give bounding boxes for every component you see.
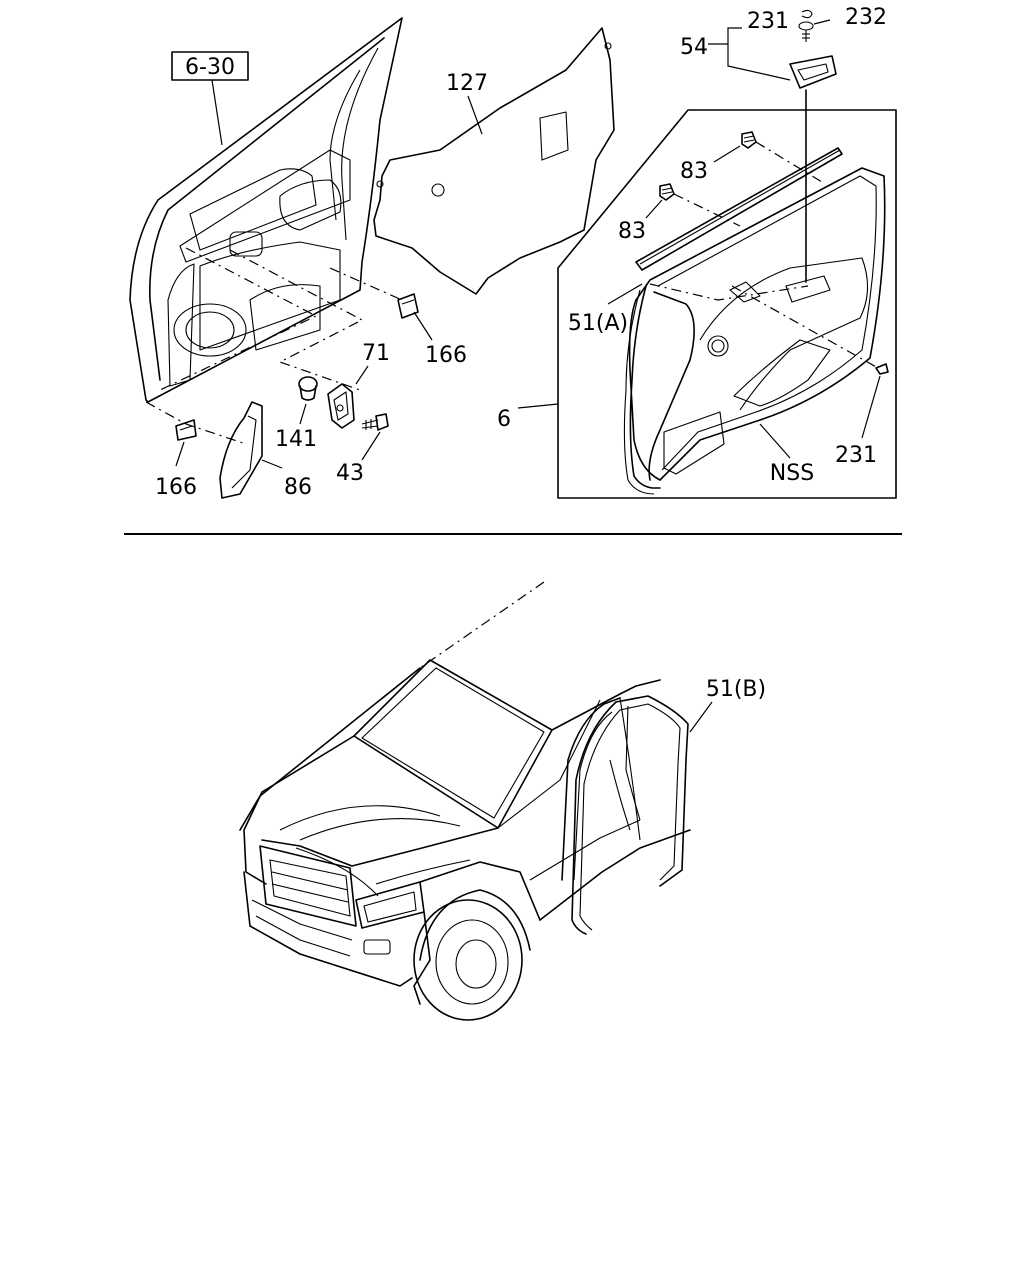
ref-box-label: 6-30 <box>185 55 235 80</box>
label-83-lower: 83 <box>618 219 646 244</box>
part-166-left: 166 <box>155 419 197 500</box>
label-127: 127 <box>446 71 488 96</box>
part-51a-weatherstrip: 51(A) <box>568 283 695 495</box>
label-232: 232 <box>845 5 887 30</box>
label-nss-group: NSS <box>759 423 814 486</box>
vehicle-illustration <box>239 581 691 1021</box>
beltline-strip <box>635 147 843 271</box>
label-141: 141 <box>275 427 317 452</box>
ref-box-6-30: 6-30 <box>171 51 249 146</box>
part-43-screw: 43 <box>336 413 389 486</box>
label-231-right: 231 <box>835 443 877 468</box>
label-51b: 51(B) <box>706 677 766 702</box>
door-trim-panel <box>628 167 886 481</box>
part-86-filler: 86 <box>219 401 312 500</box>
label-86: 86 <box>284 475 312 500</box>
label-166-right: 166 <box>425 343 467 368</box>
part-71-bracket: 71 <box>327 341 390 429</box>
label-83-upper: 83 <box>680 159 708 184</box>
label-71: 71 <box>362 341 390 366</box>
part-83-clips: 83 83 <box>618 131 823 244</box>
part-127-seal-sheet: 127 <box>373 27 615 295</box>
part-166-right: 166 <box>397 293 467 368</box>
part-54-pull-handle: 231 232 54 <box>680 5 887 283</box>
label-nss: NSS <box>770 461 814 486</box>
door-inner-frame <box>129 17 403 445</box>
ref-box-leader <box>211 79 223 146</box>
label-54: 54 <box>680 35 708 60</box>
ref-box-frame <box>171 51 249 81</box>
part-51b-weatherstrip: 51(B) <box>571 677 766 935</box>
part-141-grommet: 141 <box>275 376 318 452</box>
part-231-clip-right: 231 <box>835 363 889 468</box>
detail-box: 6 <box>497 109 897 499</box>
label-51a: 51(A) <box>568 311 628 336</box>
label-43: 43 <box>336 461 364 486</box>
label-166-left: 166 <box>155 475 197 500</box>
label-231-top: 231 <box>747 9 789 34</box>
label-6: 6 <box>497 407 511 432</box>
